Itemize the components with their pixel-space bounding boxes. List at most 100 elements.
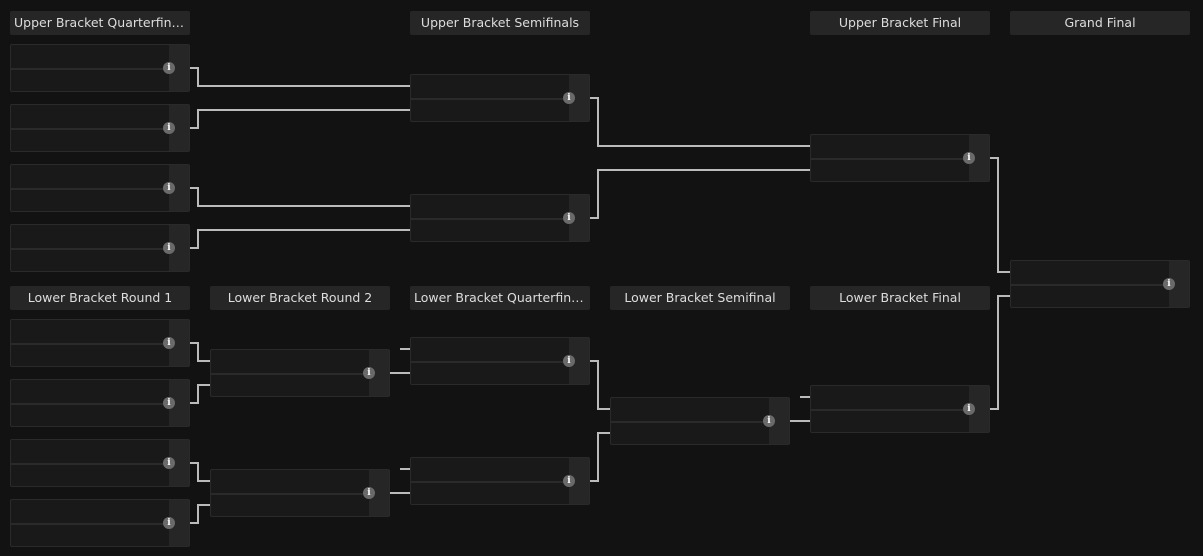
match-card[interactable]: i (410, 194, 590, 242)
team-slot[interactable] (1011, 284, 1169, 307)
connector (190, 67, 410, 87)
match-strip (969, 386, 989, 432)
connector (990, 157, 1010, 273)
connector (190, 229, 410, 249)
team-slot[interactable] (11, 225, 169, 250)
info-icon[interactable]: i (963, 403, 975, 415)
match-strip (169, 380, 189, 426)
team-slot[interactable] (411, 361, 569, 384)
match-strip (569, 338, 589, 384)
match-card[interactable]: i (10, 499, 190, 547)
match-card[interactable]: i (610, 397, 790, 445)
info-icon[interactable]: i (163, 122, 175, 134)
info-icon[interactable]: i (563, 475, 575, 487)
team-slot[interactable] (11, 500, 169, 525)
info-icon[interactable]: i (563, 212, 575, 224)
connector (590, 169, 810, 219)
team-slot[interactable] (411, 195, 569, 220)
team-slot[interactable] (611, 398, 769, 423)
team-slot[interactable] (11, 248, 169, 271)
info-icon[interactable]: i (563, 355, 575, 367)
team-slot[interactable] (411, 338, 569, 363)
match-card[interactable]: i (410, 74, 590, 122)
round-header-ub-final: Upper Bracket Final (810, 11, 990, 35)
team-slot[interactable] (11, 380, 169, 405)
info-icon[interactable]: i (163, 517, 175, 529)
match-card[interactable]: i (1010, 260, 1190, 308)
match-card[interactable]: i (10, 224, 190, 272)
match-strip (569, 458, 589, 504)
info-icon[interactable]: i (363, 487, 375, 499)
info-icon[interactable]: i (163, 457, 175, 469)
info-icon[interactable]: i (163, 337, 175, 349)
match-card[interactable]: i (10, 379, 190, 427)
team-slot[interactable] (811, 135, 969, 160)
round-header-grand-final: Grand Final (1010, 11, 1190, 35)
round-header-ub-semifinals: Upper Bracket Semifinals (410, 11, 590, 35)
connector (590, 432, 610, 482)
match-card[interactable]: i (210, 469, 390, 517)
match-card[interactable]: i (410, 337, 590, 385)
match-card[interactable]: i (810, 385, 990, 433)
match-card[interactable]: i (10, 164, 190, 212)
round-header-lb-quarterfinals: Lower Bracket Quarterfinals (410, 286, 590, 310)
info-icon[interactable]: i (563, 92, 575, 104)
team-slot[interactable] (11, 403, 169, 426)
team-slot[interactable] (11, 128, 169, 151)
round-header-lb-round2: Lower Bracket Round 2 (210, 286, 390, 310)
info-icon[interactable]: i (163, 397, 175, 409)
match-strip (569, 75, 589, 121)
match-card[interactable]: i (10, 319, 190, 367)
round-header-lb-round1: Lower Bracket Round 1 (10, 286, 190, 310)
round-header-lb-final: Lower Bracket Final (810, 286, 990, 310)
team-slot[interactable] (811, 409, 969, 432)
info-icon[interactable]: i (363, 367, 375, 379)
team-slot[interactable] (211, 373, 369, 396)
connector (190, 504, 210, 524)
match-strip (169, 440, 189, 486)
info-icon[interactable]: i (963, 152, 975, 164)
info-icon[interactable]: i (163, 62, 175, 74)
team-slot[interactable] (11, 523, 169, 546)
team-slot[interactable] (1011, 261, 1169, 286)
info-icon[interactable]: i (163, 242, 175, 254)
team-slot[interactable] (11, 45, 169, 70)
match-card[interactable]: i (10, 104, 190, 152)
team-slot[interactable] (811, 386, 969, 411)
info-icon[interactable]: i (163, 182, 175, 194)
team-slot[interactable] (211, 470, 369, 495)
team-slot[interactable] (11, 68, 169, 91)
team-slot[interactable] (411, 481, 569, 504)
team-slot[interactable] (211, 493, 369, 516)
match-card[interactable]: i (410, 457, 590, 505)
team-slot[interactable] (411, 75, 569, 100)
team-slot[interactable] (11, 165, 169, 190)
match-card[interactable]: i (10, 44, 190, 92)
team-slot[interactable] (11, 105, 169, 130)
connector (590, 360, 610, 410)
team-slot[interactable] (211, 350, 369, 375)
team-slot[interactable] (811, 158, 969, 181)
match-strip (169, 165, 189, 211)
match-strip (169, 225, 189, 271)
match-strip (169, 500, 189, 546)
team-slot[interactable] (11, 343, 169, 366)
team-slot[interactable] (11, 440, 169, 465)
team-slot[interactable] (411, 218, 569, 241)
info-icon[interactable]: i (1163, 278, 1175, 290)
team-slot[interactable] (411, 458, 569, 483)
match-strip (169, 320, 189, 366)
match-card[interactable]: i (10, 439, 190, 487)
info-icon[interactable]: i (763, 415, 775, 427)
match-card[interactable]: i (210, 349, 390, 397)
match-strip (169, 45, 189, 91)
connector (190, 384, 210, 404)
team-slot[interactable] (11, 188, 169, 211)
team-slot[interactable] (611, 421, 769, 444)
team-slot[interactable] (11, 463, 169, 486)
match-card[interactable]: i (810, 134, 990, 182)
team-slot[interactable] (11, 320, 169, 345)
match-strip (369, 350, 389, 396)
team-slot[interactable] (411, 98, 569, 121)
connector (190, 109, 410, 129)
